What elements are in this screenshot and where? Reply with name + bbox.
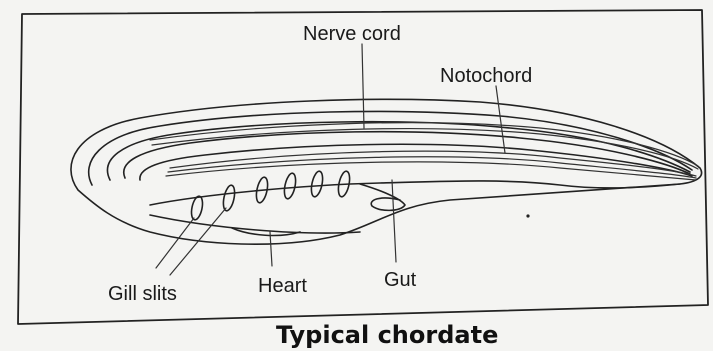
gill-slit (282, 172, 297, 200)
notochord-label: Notochord (440, 65, 532, 87)
gill-slits-label: Gill slits (108, 283, 177, 305)
gill-slit (309, 170, 324, 198)
nerve-cord-label: Nerve cord (303, 23, 401, 45)
speck-mark (526, 214, 529, 217)
gut-label: Gut (384, 269, 417, 291)
diagram-caption: Typical chordate (276, 321, 498, 349)
notochord (166, 151, 696, 180)
gill-slit (221, 184, 236, 212)
heart-label: Heart (258, 275, 307, 297)
gill-slit (190, 195, 205, 221)
